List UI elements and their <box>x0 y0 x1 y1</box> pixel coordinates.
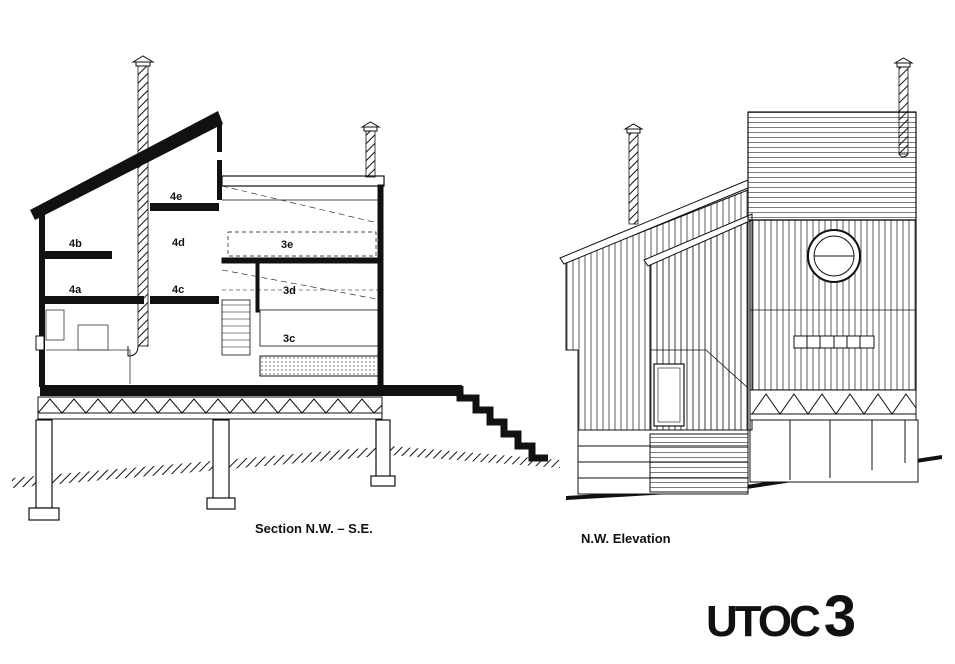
section-piers <box>28 419 396 521</box>
section-right-chimney <box>360 121 381 178</box>
title-word: UTOC <box>706 597 821 646</box>
section-left-wall <box>39 215 45 387</box>
room-label: 4a <box>69 284 82 296</box>
section-floor-truss <box>37 396 383 420</box>
room-label: 4e <box>170 191 182 203</box>
section-floor-4e <box>150 203 219 211</box>
section-drawing: 4e 4b 4d 3e 4a 4c 3d 3c <box>12 55 560 521</box>
section-exterior-stairs <box>456 386 548 462</box>
room-label: 4b <box>69 238 82 250</box>
section-roof <box>30 111 223 220</box>
strip-window <box>793 335 875 349</box>
section-floor-4b <box>44 251 112 259</box>
room-label: 4d <box>172 237 185 249</box>
section-floor-4a <box>44 296 144 304</box>
elevation-drawing <box>559 57 942 500</box>
section-chimney <box>127 55 155 357</box>
section-floor-4c <box>150 296 219 304</box>
room-label: 4c <box>172 284 184 296</box>
title-number: 3 <box>823 584 857 649</box>
elevation-chimneys <box>623 57 914 225</box>
round-window <box>807 229 861 283</box>
room-label: 3d <box>283 285 296 297</box>
elevation-ground <box>566 455 942 500</box>
section-ground <box>12 446 560 488</box>
room-label: 3c <box>283 333 295 345</box>
elevation-door <box>653 363 685 427</box>
elevation-caption: N.W. Elevation <box>581 531 671 546</box>
section-caption: Section N.W. – S.E. <box>255 521 373 536</box>
section-floor-slab <box>40 385 462 396</box>
room-labels: 4e 4b 4d 3e 4a 4c 3d 3c <box>69 191 296 345</box>
room-label: 3e <box>281 239 293 251</box>
elevation-tower-upper <box>747 111 917 221</box>
section-right-volume <box>221 175 385 386</box>
